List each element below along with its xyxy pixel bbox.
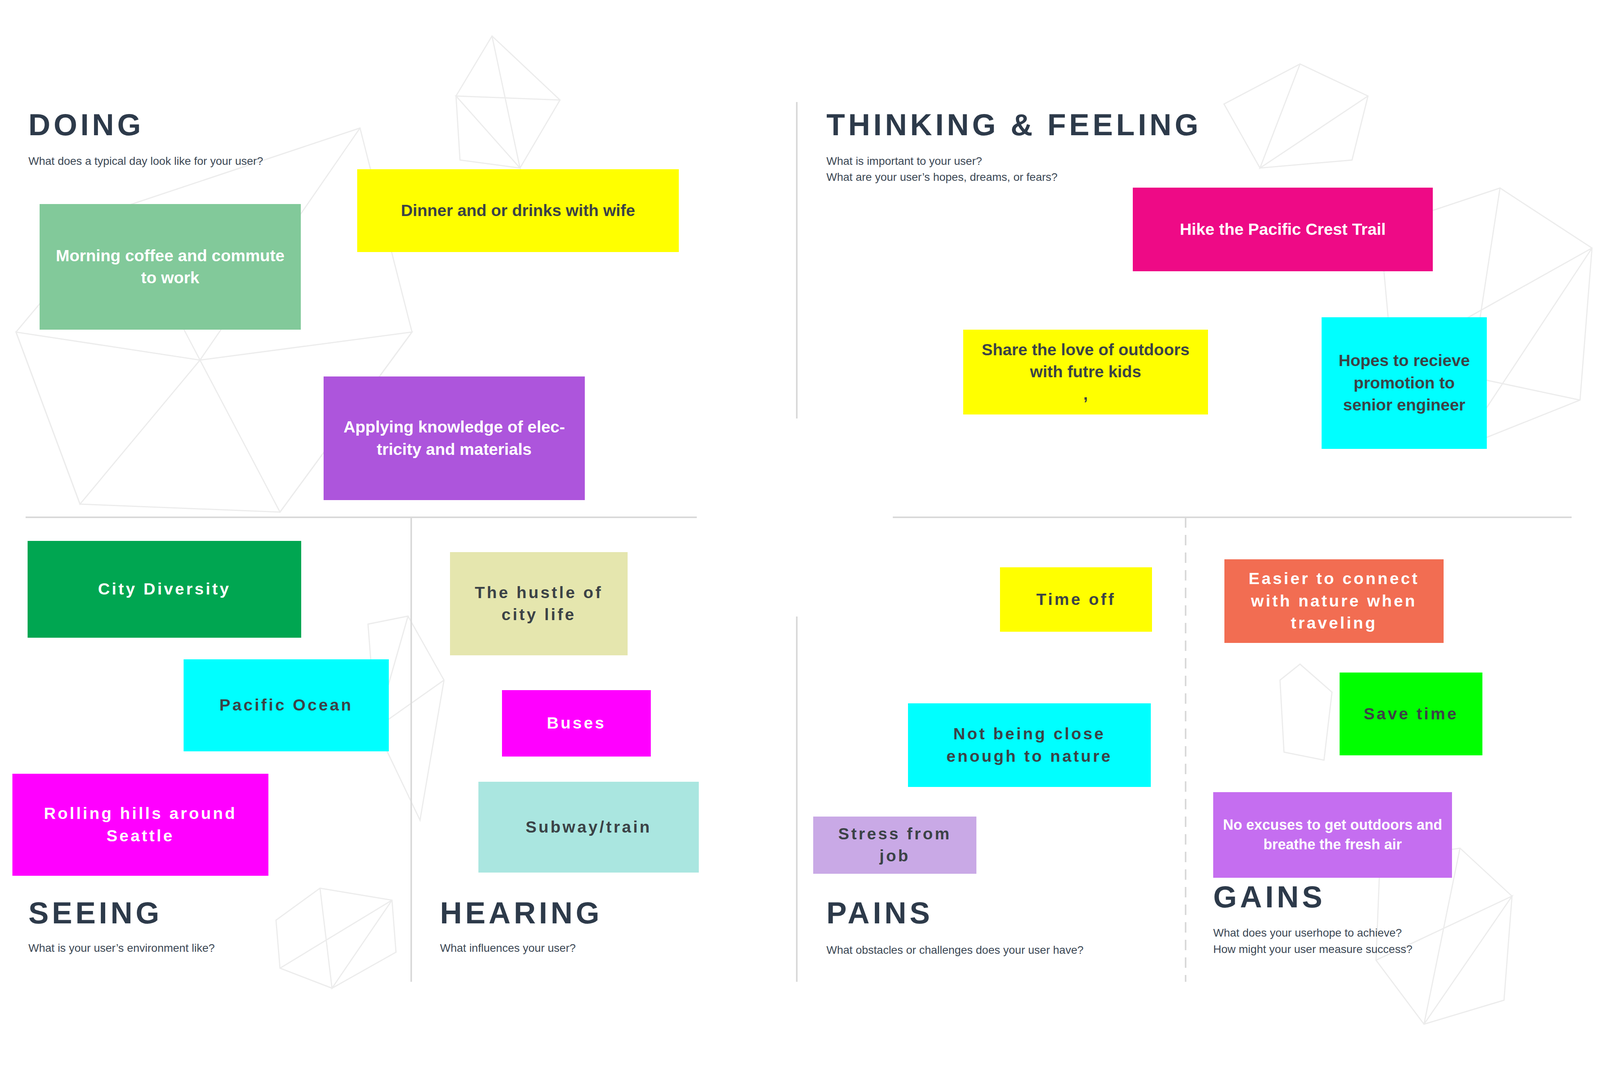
note-text: Buses xyxy=(510,712,642,734)
sticky-note: Easier to connect with nature when trave… xyxy=(1224,559,1444,643)
section-prompt: What does a typical day look like for yo… xyxy=(28,154,264,169)
sticky-note: Rolling hills around Seattle xyxy=(12,773,269,876)
section-heading: PAINS xyxy=(826,896,934,930)
note-text: Easier to connect with nature when trave… xyxy=(1233,567,1435,634)
sticky-note: City Diversity xyxy=(27,540,302,638)
note-text: No excuses to get outdoors and breathe t… xyxy=(1222,815,1444,854)
sticky-note: Buses xyxy=(502,690,651,757)
section-prompt: What are your user’s hopes, dreams, or f… xyxy=(826,170,1058,185)
section-heading: DOING xyxy=(28,108,144,142)
note-text: , xyxy=(972,383,1200,406)
section-prompt: How might your user measure success? xyxy=(1213,942,1413,957)
sticky-note: Morning coffee and commute to work xyxy=(39,204,301,330)
sticky-note: Time off xyxy=(1000,567,1152,632)
sticky-note: Dinner and or drinks with wife xyxy=(357,169,679,252)
note-text: Subway/train xyxy=(487,816,690,838)
section-heading: THINKING & FEELING xyxy=(826,108,1202,142)
note-text: The hustle of city life xyxy=(458,581,619,626)
section-heading: HEARING xyxy=(440,896,603,930)
faint-polygon-decor xyxy=(16,36,1592,1024)
note-text: Share the love of outdoors with futre ki… xyxy=(972,338,1200,384)
note-text: Pacific Ocean xyxy=(192,694,380,716)
sticky-note: Pacific Ocean xyxy=(183,659,389,752)
section-prompt: What is important to your user? xyxy=(826,154,982,169)
section-prompt: What obstacles or challenges does your u… xyxy=(826,942,1084,958)
note-text: Stress from job xyxy=(822,822,968,868)
section-heading: GAINS xyxy=(1213,880,1326,914)
note-text: Rolling hills around Seattle xyxy=(21,802,260,847)
note-text: Time off xyxy=(1008,588,1144,611)
note-text: Hopes to recieve promotion to senior eng… xyxy=(1330,349,1478,416)
note-text: City Diversity xyxy=(36,578,293,600)
note-text: Hike the Pacific Crest Trail xyxy=(1141,218,1424,241)
sticky-note: Hopes to recieve promotion to senior eng… xyxy=(1321,317,1487,449)
sticky-note: The hustle of city life xyxy=(450,552,628,656)
sticky-note: Save time xyxy=(1339,672,1483,756)
note-text: Applying knowledge of elec- tricity and … xyxy=(332,416,576,461)
sticky-note: Hike the Pacific Crest Trail xyxy=(1132,187,1433,272)
section-prompt: What is your user’s environment like? xyxy=(28,940,215,956)
section-heading: SEEING xyxy=(28,896,163,930)
note-text: Morning coffee and commute to work xyxy=(48,244,292,290)
sticky-note: Subway/train xyxy=(478,781,699,873)
note-text: Save time xyxy=(1348,702,1474,725)
sticky-note: Stress from job xyxy=(813,816,977,874)
note-text: Dinner and or drinks with wife xyxy=(366,199,670,222)
section-prompt: What influences your user? xyxy=(440,940,576,956)
sticky-note: Share the love of outdoors with futre ki… xyxy=(963,329,1208,415)
sticky-note: Applying knowledge of elec- tricity and … xyxy=(323,376,585,500)
sticky-note: Not being close enough to nature xyxy=(908,703,1151,787)
sticky-note: No excuses to get outdoors and breathe t… xyxy=(1213,792,1452,878)
section-prompt: What does your userhope to achieve? xyxy=(1213,925,1402,940)
note-text: Not being close enough to nature xyxy=(916,722,1142,768)
